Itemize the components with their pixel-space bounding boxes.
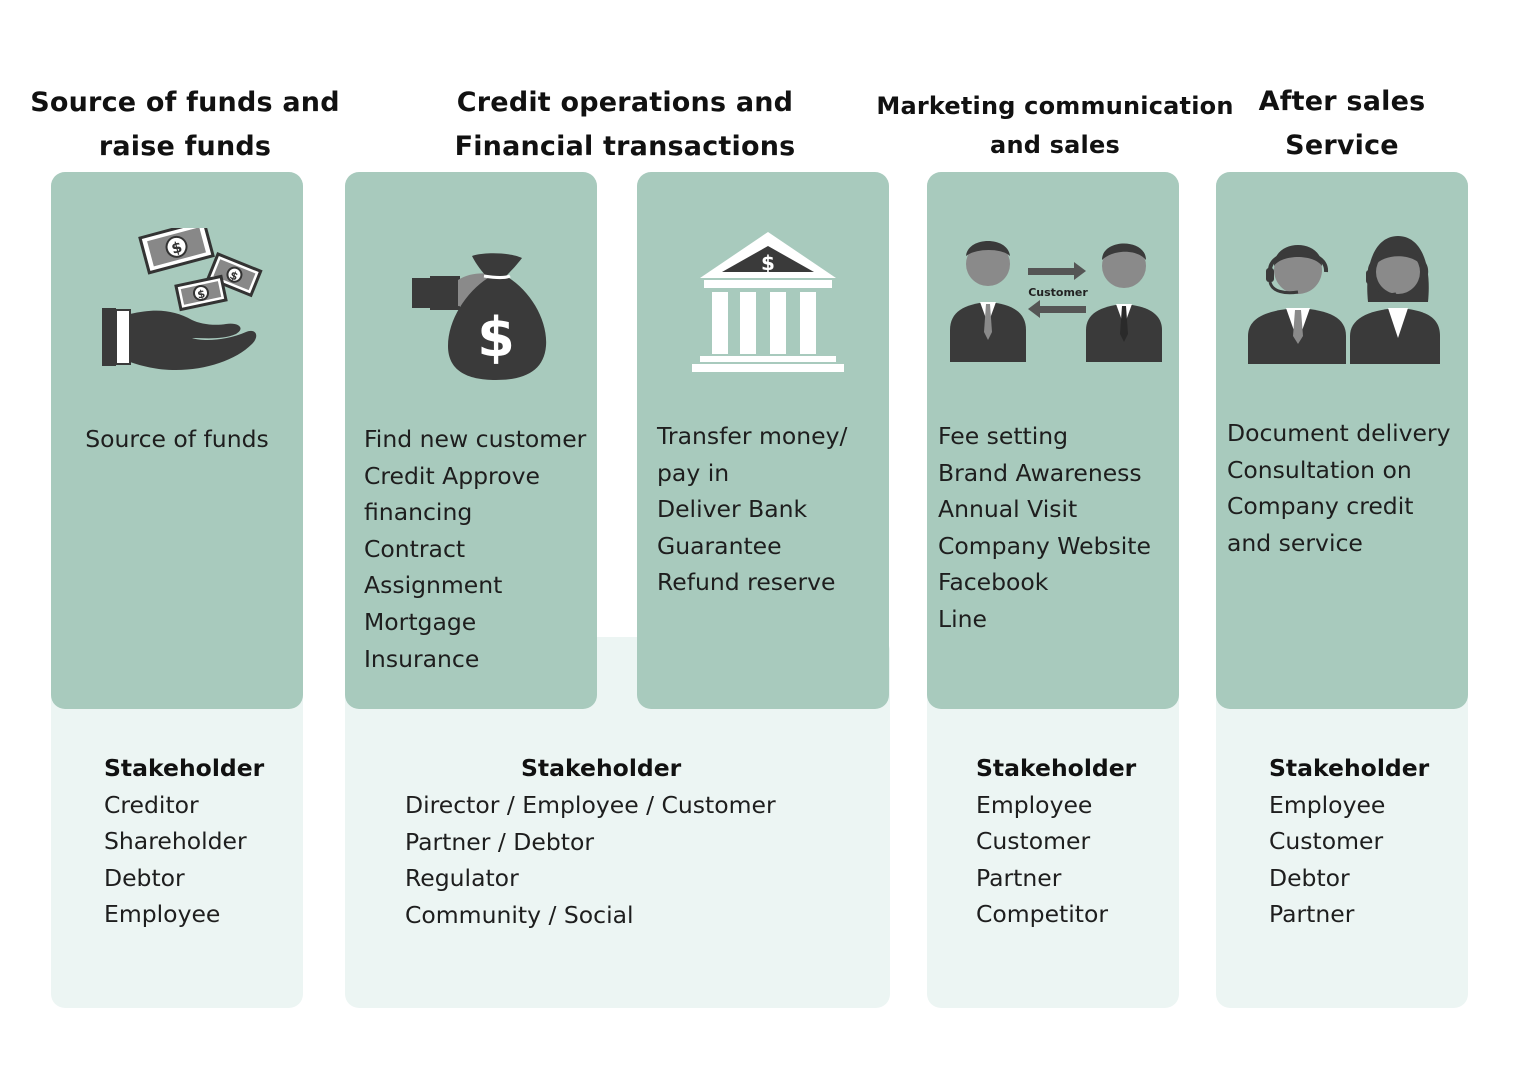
card-credit-operations xyxy=(345,172,597,709)
card-line: Deliver Bank xyxy=(657,495,808,524)
heading-line: Service xyxy=(1285,130,1399,161)
money-bag-icon: $ xyxy=(412,253,547,380)
card-line: Insurance xyxy=(364,644,480,673)
card-line: Transfer money/ xyxy=(657,422,848,450)
heading-line: Marketing communication xyxy=(876,92,1234,120)
card-text-financial-transactions: Transfer money/ pay in Deliver Bank Guar… xyxy=(657,418,847,601)
card-text-marketing: Fee setting Brand Awareness Annual Visit… xyxy=(938,418,1151,638)
card-line: Credit Approve xyxy=(364,461,540,490)
heading-line: Source of funds and xyxy=(30,87,340,118)
card-line: and service xyxy=(1227,528,1363,557)
heading-credit-operations: Credit operations and Financial transact… xyxy=(440,81,810,169)
stakeholder-item: Employee xyxy=(1269,790,1386,819)
heading-line: raise funds xyxy=(98,131,272,162)
svg-text:$: $ xyxy=(477,306,515,369)
stakeholder-item: Shareholder xyxy=(104,827,247,856)
card-line: Guarantee xyxy=(657,531,782,560)
card-text-after-sales: Document delivery Consultation on Compan… xyxy=(1227,415,1451,561)
stakeholders-group-1: Stakeholder Creditor Shareholder Debtor … xyxy=(104,750,264,933)
stakeholder-title: Stakeholder xyxy=(976,754,1137,782)
card-line: Brand Awareness xyxy=(938,458,1142,487)
stakeholder-item: Competitor xyxy=(976,900,1109,929)
card-line: Fee setting xyxy=(938,422,1069,450)
svg-text:$: $ xyxy=(169,238,184,258)
money-hand-icon: $ $ $ xyxy=(102,228,263,370)
heading-line: and sales xyxy=(990,131,1120,159)
stakeholders-group-2: Director / Employee / Customer Partner /… xyxy=(405,787,776,933)
card-line: Company Website xyxy=(938,531,1151,560)
stakeholder-item: Customer xyxy=(1269,827,1384,856)
card-line: Find new customer xyxy=(364,425,587,453)
heading-source-of-funds: Source of funds and raise funds xyxy=(20,81,350,169)
stakeholders-group-4: Stakeholder Employee Customer Debtor Par… xyxy=(1269,750,1429,933)
exchange-label: Customer xyxy=(1028,286,1088,299)
card-line: Line xyxy=(938,604,987,633)
support-agents-icon xyxy=(1248,236,1440,364)
card-after-sales xyxy=(1216,172,1468,709)
card-line: Assignment xyxy=(364,571,503,600)
svg-text:$: $ xyxy=(196,287,206,301)
stakeholder-item: Employee xyxy=(976,790,1093,819)
stakeholder-item: Creditor xyxy=(104,790,199,819)
card-line: Facebook xyxy=(938,568,1049,597)
stakeholder-item: Debtor xyxy=(104,863,185,892)
stakeholder-title: Stakeholder xyxy=(521,754,682,782)
stakeholder-item: Regulator xyxy=(405,864,519,893)
card-line: Refund reserve xyxy=(657,568,836,597)
card-line: Annual Visit xyxy=(938,495,1078,524)
card-line: Company credit xyxy=(1227,492,1414,521)
bank-icon: $ xyxy=(692,232,844,372)
card-line: Consultation on xyxy=(1227,455,1412,484)
stakeholder-item: Debtor xyxy=(1269,863,1350,892)
svg-text:$: $ xyxy=(761,251,775,275)
card-line: Document delivery xyxy=(1227,419,1451,447)
stakeholder-item: Partner xyxy=(1269,900,1355,929)
stakeholder-item: Customer xyxy=(976,827,1091,856)
heading-line: Financial transactions xyxy=(454,131,796,162)
stakeholder-title: Stakeholder xyxy=(104,754,265,782)
stakeholder-title: Stakeholder xyxy=(1269,754,1430,782)
card-text-source-of-funds: Source of funds xyxy=(51,421,303,458)
svg-text:$: $ xyxy=(228,269,240,284)
card-line: Mortgage xyxy=(364,607,477,636)
heading-line: After sales xyxy=(1258,86,1426,117)
heading-after-sales: After sales Service xyxy=(1232,80,1452,168)
card-line: Contract xyxy=(364,534,466,563)
stakeholder-item: Director / Employee / Customer xyxy=(405,791,776,819)
stakeholders-group-3: Stakeholder Employee Customer Partner Co… xyxy=(976,750,1136,933)
card-line: pay in xyxy=(657,458,730,487)
card-text-credit-operations: Find new customer Credit Approve financi… xyxy=(364,421,586,677)
card-line: Source of funds xyxy=(85,425,269,453)
stakeholder-item: Employee xyxy=(104,900,221,929)
stakeholder-item: Partner / Debtor xyxy=(405,827,594,856)
customer-exchange-icon: Customer xyxy=(950,241,1162,362)
card-line: financing xyxy=(364,498,473,527)
stakeholder-item: Community / Social xyxy=(405,900,634,929)
stakeholder-item: Partner xyxy=(976,863,1062,892)
heading-line: Credit operations and xyxy=(456,87,794,118)
heading-marketing: Marketing communication and sales xyxy=(870,87,1240,165)
